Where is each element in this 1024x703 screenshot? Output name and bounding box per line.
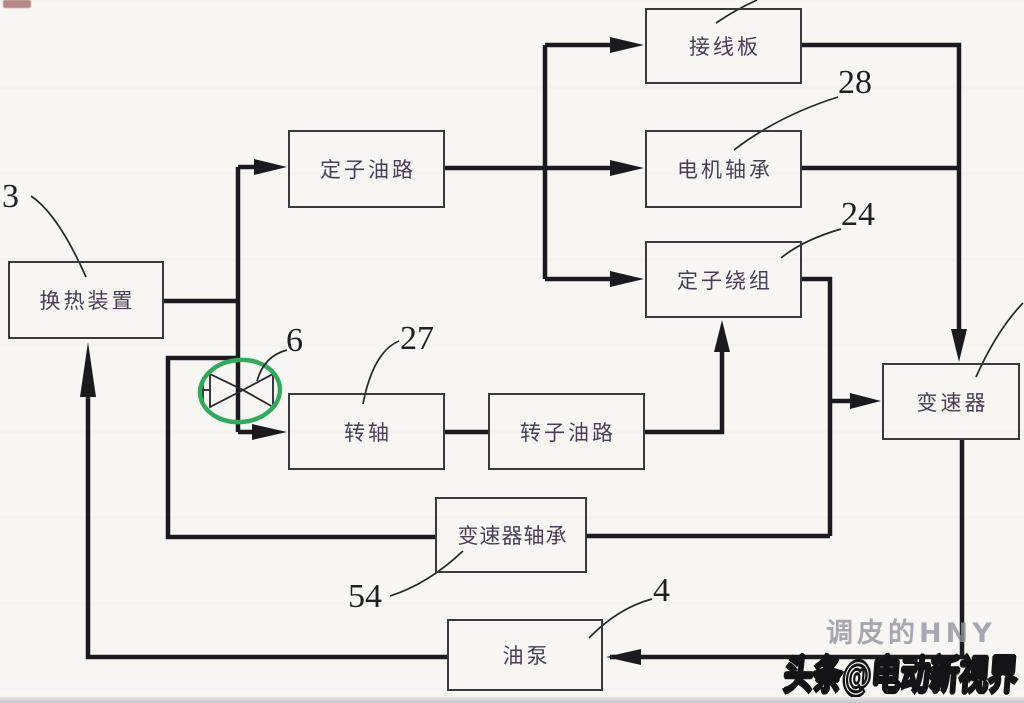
- box-heat-exchanger: 换热装置: [8, 261, 164, 339]
- arrowhead-into-stator-oil-circuit: [254, 159, 287, 175]
- box-transmission-bearing: 变速器轴承: [435, 497, 587, 573]
- box-oil-pump-label: 油泵: [502, 644, 551, 668]
- box-rotor-oil-circuit-label: 转子油路: [520, 420, 616, 445]
- ref-number-transmission-bearing: 54: [348, 578, 382, 615]
- arrowhead-into-heat-exchanger: [80, 342, 96, 397]
- ref-number-stator-winding: 24: [841, 196, 875, 233]
- flow-line: [165, 355, 436, 540]
- arrowhead-into-rotating-shaft: [252, 424, 287, 440]
- box-terminal-board: 接线板: [645, 8, 802, 84]
- arrowhead-into-stator-winding: [610, 271, 644, 287]
- leader-ref-24: [780, 228, 842, 259]
- leader-ref-28: [733, 96, 839, 151]
- leader-ref-3: [30, 195, 87, 278]
- box-motor-bearing-label: 电机轴承: [677, 158, 773, 182]
- leader-terminal-board-cutoff: [715, 0, 758, 24]
- box-rotating-shaft: 转轴: [288, 393, 445, 470]
- leader-transmission-cutoff: [975, 302, 1024, 378]
- valve-triangle-right: [241, 372, 274, 409]
- box-stator-winding: 定子绕组: [645, 241, 802, 318]
- box-stator-oil-circuit-label: 定子油路: [320, 158, 416, 182]
- box-terminal-board-label: 接线板: [689, 35, 761, 59]
- box-rotating-shaft-label: 转轴: [344, 420, 392, 445]
- box-stator-oil-circuit: 定子油路: [288, 130, 445, 208]
- arrowhead-into-transmission-left: [850, 393, 881, 409]
- ref-number-heat-exchanger: 3: [2, 178, 19, 215]
- box-motor-bearing: 电机轴承: [645, 130, 802, 208]
- corner-artifact: [3, 0, 31, 8]
- leader-ref-54: [389, 550, 464, 597]
- flow-line: [610, 440, 965, 660]
- box-heat-exchanger-label: 换热装置: [39, 289, 136, 313]
- watermark-secondary: 调皮的HNY: [826, 618, 996, 649]
- valve-highlight-circle: [197, 357, 283, 425]
- box-rotor-oil-circuit: 转子油路: [488, 393, 645, 470]
- ref-number-oil-pump: 4: [653, 572, 670, 609]
- flow-line: [802, 42, 962, 331]
- ref-number-motor-bearing: 28: [838, 64, 872, 101]
- flow-line: [802, 276, 833, 536]
- box-stator-winding-label: 定子绕组: [677, 268, 773, 293]
- box-oil-pump: 油泵: [447, 619, 603, 691]
- arrowhead-into-terminal-board: [610, 37, 644, 53]
- ref-number-valve: 6: [286, 322, 303, 359]
- leader-lines: [30, 0, 1024, 639]
- arrowhead-into-oil-pump: [606, 649, 641, 665]
- flow-line: [85, 396, 447, 660]
- valve-triangle-left: [209, 372, 246, 409]
- box-transmission: 变速器: [882, 363, 1020, 440]
- arrowhead-into-motor-bearing: [610, 160, 644, 176]
- flow-lines: [85, 42, 965, 660]
- arrowheads: [80, 37, 967, 665]
- leader-ref-6: [256, 349, 288, 382]
- arrowhead-into-transmission-top: [951, 329, 967, 362]
- box-transmission-label: 变速器: [916, 390, 989, 415]
- ref-number-rotating-shaft: 27: [400, 320, 434, 357]
- flow-line: [645, 350, 725, 435]
- arrowhead-into-stator-winding-bottom: [714, 320, 730, 352]
- box-transmission-bearing-label: 变速器轴承: [457, 524, 568, 548]
- bottom-edge-strip: [0, 697, 1024, 703]
- leader-ref-4: [588, 598, 653, 639]
- watermark-primary: 头条@电动新视界: [781, 652, 1020, 700]
